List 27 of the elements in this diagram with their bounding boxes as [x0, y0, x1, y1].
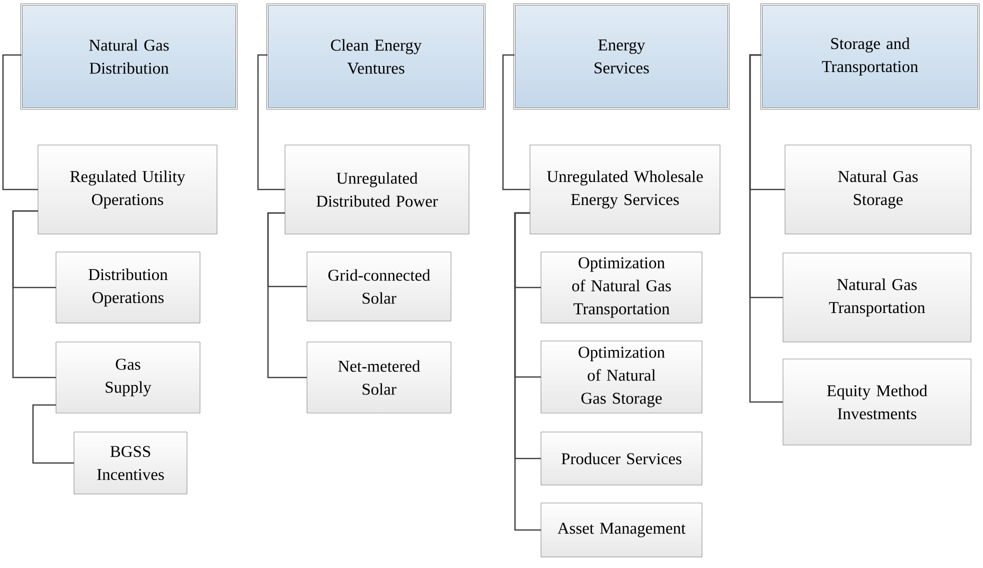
unit-box: Net-metered Solar	[306, 342, 452, 414]
unit-box: Grid-connected Solar	[306, 252, 452, 322]
unit-box: Distribution Operations	[56, 252, 200, 324]
unit-box: Optimization of Natural Gas Storage	[540, 340, 702, 414]
connector-line	[267, 212, 307, 378]
connector-line	[12, 210, 56, 378]
unit-box: Natural Gas Transportation	[782, 252, 972, 342]
connector-line	[2, 54, 38, 190]
unit-box: Unregulated Wholesale Energy Services	[530, 144, 720, 234]
header-box: Clean Energy Ventures	[266, 4, 486, 110]
unit-box: Asset Management	[540, 502, 702, 558]
header-box: Storage and Transportation	[760, 4, 980, 110]
unit-box: BGSS Incentives	[74, 432, 188, 494]
unit-box: Regulated Utility Operations	[38, 144, 218, 234]
unit-box: Optimization of Natural Gas Transportation	[540, 252, 702, 324]
header-box: Natural Gas Distribution	[20, 4, 238, 110]
unit-box: Producer Services	[540, 432, 702, 486]
connector-line	[502, 54, 530, 190]
connector-line	[32, 404, 74, 464]
unit-box: Unregulated Distributed Power	[284, 144, 470, 234]
connector-line	[257, 54, 285, 190]
connector-line	[749, 54, 783, 403]
unit-box: Gas Supply	[56, 342, 200, 414]
unit-box: Natural Gas Storage	[784, 144, 972, 234]
header-box: Energy Services	[514, 4, 730, 110]
connector-line	[514, 212, 541, 531]
unit-box: Equity Method Investments	[782, 358, 972, 446]
